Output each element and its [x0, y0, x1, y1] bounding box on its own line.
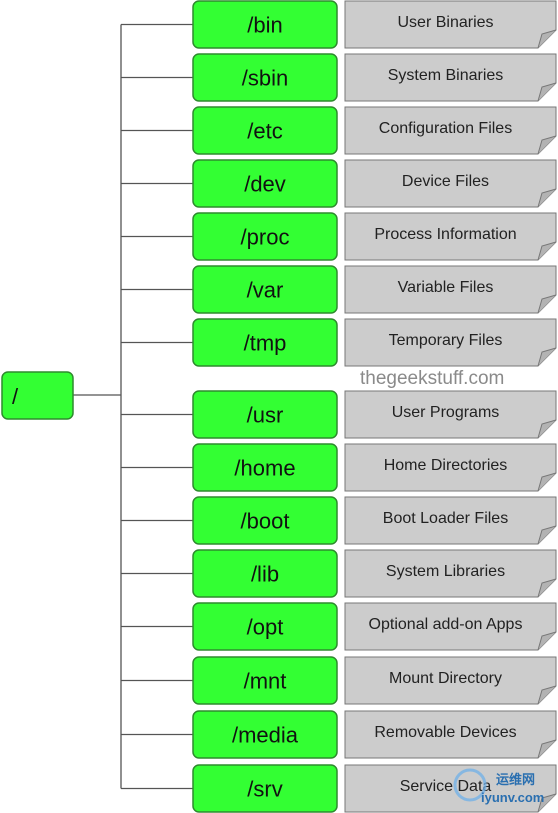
directory-description: Configuration Files	[379, 120, 512, 137]
directory-row: /bin User Binaries	[192, 0, 557, 49]
directory-row: /home Home Directories	[192, 443, 557, 492]
directory-box	[192, 549, 338, 598]
directory-name: /lib	[251, 562, 279, 587]
directory-description: Service Data	[400, 778, 492, 795]
description-box-fold	[537, 578, 557, 598]
directory-description: Home Directories	[384, 457, 508, 474]
directory-description: Boot Loader Files	[383, 510, 508, 527]
directory-row: /etc Configuration Files	[192, 106, 557, 155]
directory-box	[192, 159, 338, 208]
directory-name: /srv	[247, 777, 282, 802]
description-box-fold	[537, 135, 557, 155]
directory-description: System Binaries	[388, 67, 504, 84]
tree-connectors	[73, 23, 193, 790]
directory-box	[192, 265, 338, 314]
directory-name: /boot	[241, 509, 290, 534]
directory-name: /dev	[244, 172, 286, 197]
directory-rows: /bin User Binaries/sbin System Binaries/et…	[192, 0, 557, 813]
directory-name: /home	[234, 456, 295, 481]
root-box	[1, 371, 74, 420]
directory-row: /opt Optional add-on Apps	[192, 602, 557, 651]
directory-name: /tmp	[244, 331, 287, 356]
description-box-fold	[537, 631, 557, 651]
directory-row: /sbin System Binaries	[192, 53, 557, 102]
directory-box	[192, 390, 338, 439]
directory-box	[192, 443, 338, 492]
description-box-fold	[537, 29, 557, 49]
directory-description: Process Information	[374, 226, 516, 243]
directory-description: Optional add-on Apps	[369, 616, 523, 633]
directory-description: User Binaries	[397, 14, 493, 31]
description-box-fold	[537, 793, 557, 813]
description-box-fold	[537, 472, 557, 492]
directory-box	[192, 53, 338, 102]
directory-description: Variable Files	[398, 279, 494, 296]
site-mark-line1: 运维网	[496, 772, 535, 787]
directory-box	[192, 212, 338, 261]
directory-row: /srv Service Data	[192, 764, 557, 813]
directory-box	[192, 106, 338, 155]
directory-row: /mnt Mount Directory	[192, 656, 557, 705]
directory-name: /media	[232, 723, 299, 748]
description-box-fold	[537, 525, 557, 545]
description-box-fold	[537, 685, 557, 705]
description-box-fold	[537, 739, 557, 759]
root-node: /	[1, 371, 74, 420]
description-box-fold	[537, 347, 557, 367]
directory-box	[192, 318, 338, 367]
directory-box	[192, 0, 338, 49]
directory-box	[192, 602, 338, 651]
watermark-text: thegeekstuff.com	[360, 368, 504, 389]
directory-description: Temporary Files	[389, 332, 503, 349]
description-box-fold	[537, 419, 557, 439]
description-box-fold	[537, 82, 557, 102]
description-box-fold	[537, 294, 557, 314]
directory-name: /opt	[247, 615, 284, 640]
directory-box	[192, 764, 338, 813]
directory-name: /bin	[247, 13, 282, 38]
directory-box	[192, 496, 338, 545]
directory-description: Mount Directory	[389, 670, 502, 687]
root-label: /	[12, 384, 19, 409]
directory-description: Removable Devices	[374, 724, 516, 741]
directory-row: /boot Boot Loader Files	[192, 496, 557, 545]
site-mark-line2: iyunv.com	[481, 790, 544, 805]
directory-name: /var	[247, 278, 284, 303]
directory-description: User Programs	[392, 404, 500, 421]
directory-name: /sbin	[242, 66, 288, 91]
directory-row: /proc Process Information	[192, 212, 557, 261]
description-box-fold	[537, 188, 557, 208]
directory-name: /usr	[247, 403, 284, 428]
directory-description: Device Files	[402, 173, 489, 190]
directory-row: /lib System Libraries	[192, 549, 557, 598]
directory-box	[192, 710, 338, 759]
site-mark: 运维网 iyunv.com	[453, 768, 544, 805]
directory-name: /mnt	[244, 669, 287, 694]
directory-description: System Libraries	[386, 563, 505, 580]
site-mark-logo	[453, 768, 487, 802]
directory-name: /proc	[241, 225, 290, 250]
directory-row: /tmp Temporary Files	[192, 318, 557, 367]
directory-row: /dev Device Files	[192, 159, 557, 208]
directory-box	[192, 656, 338, 705]
directory-row: /media Removable Devices	[192, 710, 557, 759]
description-box-fold	[537, 241, 557, 261]
directory-row: /usr User Programs	[192, 390, 557, 439]
directory-name: /etc	[247, 119, 282, 144]
directory-row: /var Variable Files	[192, 265, 557, 314]
